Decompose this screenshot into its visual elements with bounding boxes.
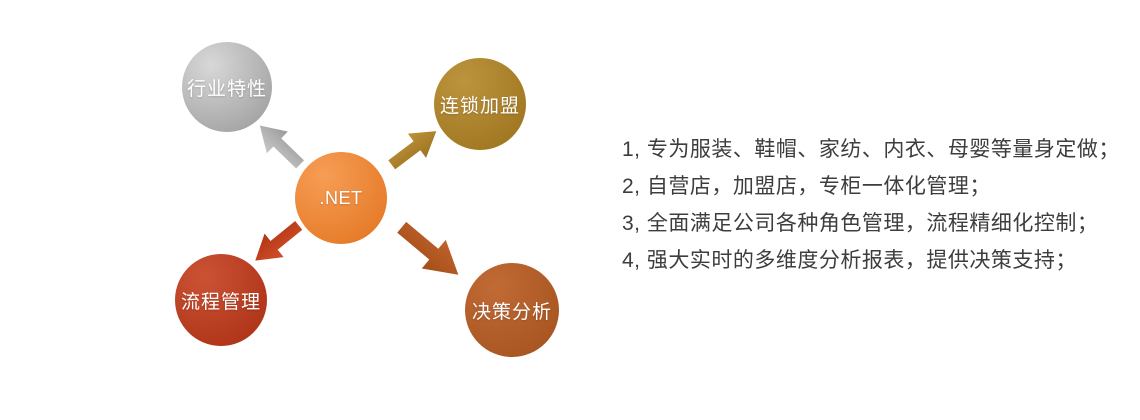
node-net-label: .NET [319, 187, 363, 208]
node-chain-label: 连锁加盟 [439, 95, 520, 117]
diagram-node-center-net: .NET [295, 152, 387, 244]
feature-line-3: 3, 全面满足公司各种角色管理，流程精细化控制； [622, 212, 1099, 235]
feature-line-4: 4, 强大实时的多维度分析报表，提供决策支持； [622, 249, 1077, 272]
arrow-to-chain-icon [381, 118, 446, 179]
node-industry-label: 行业特性 [186, 78, 267, 100]
diagram-node-analysis: 决策分析 [465, 263, 559, 357]
arrow-to-analysis-icon [388, 211, 472, 291]
node-analysis-label: 决策分析 [471, 301, 552, 323]
diagram-node-chain: 连锁加盟 [434, 58, 526, 150]
diagram-node-industry: 行业特性 [182, 42, 272, 132]
diagram-node-process: 流程管理 [175, 254, 267, 346]
arrow-to-process-icon [245, 212, 310, 274]
feature-line-1: 1, 专为服装、鞋帽、家纺、内衣、母婴等量身定做； [622, 138, 1120, 161]
feature-list: 1, 专为服装、鞋帽、家纺、内衣、母婴等量身定做； 2, 自营店，加盟店，专柜一… [622, 131, 1120, 279]
feature-line-2: 2, 自营店，加盟店，专柜一体化管理； [622, 175, 991, 198]
arrow-to-industry-icon [248, 113, 312, 176]
node-process-label: 流程管理 [180, 291, 261, 313]
